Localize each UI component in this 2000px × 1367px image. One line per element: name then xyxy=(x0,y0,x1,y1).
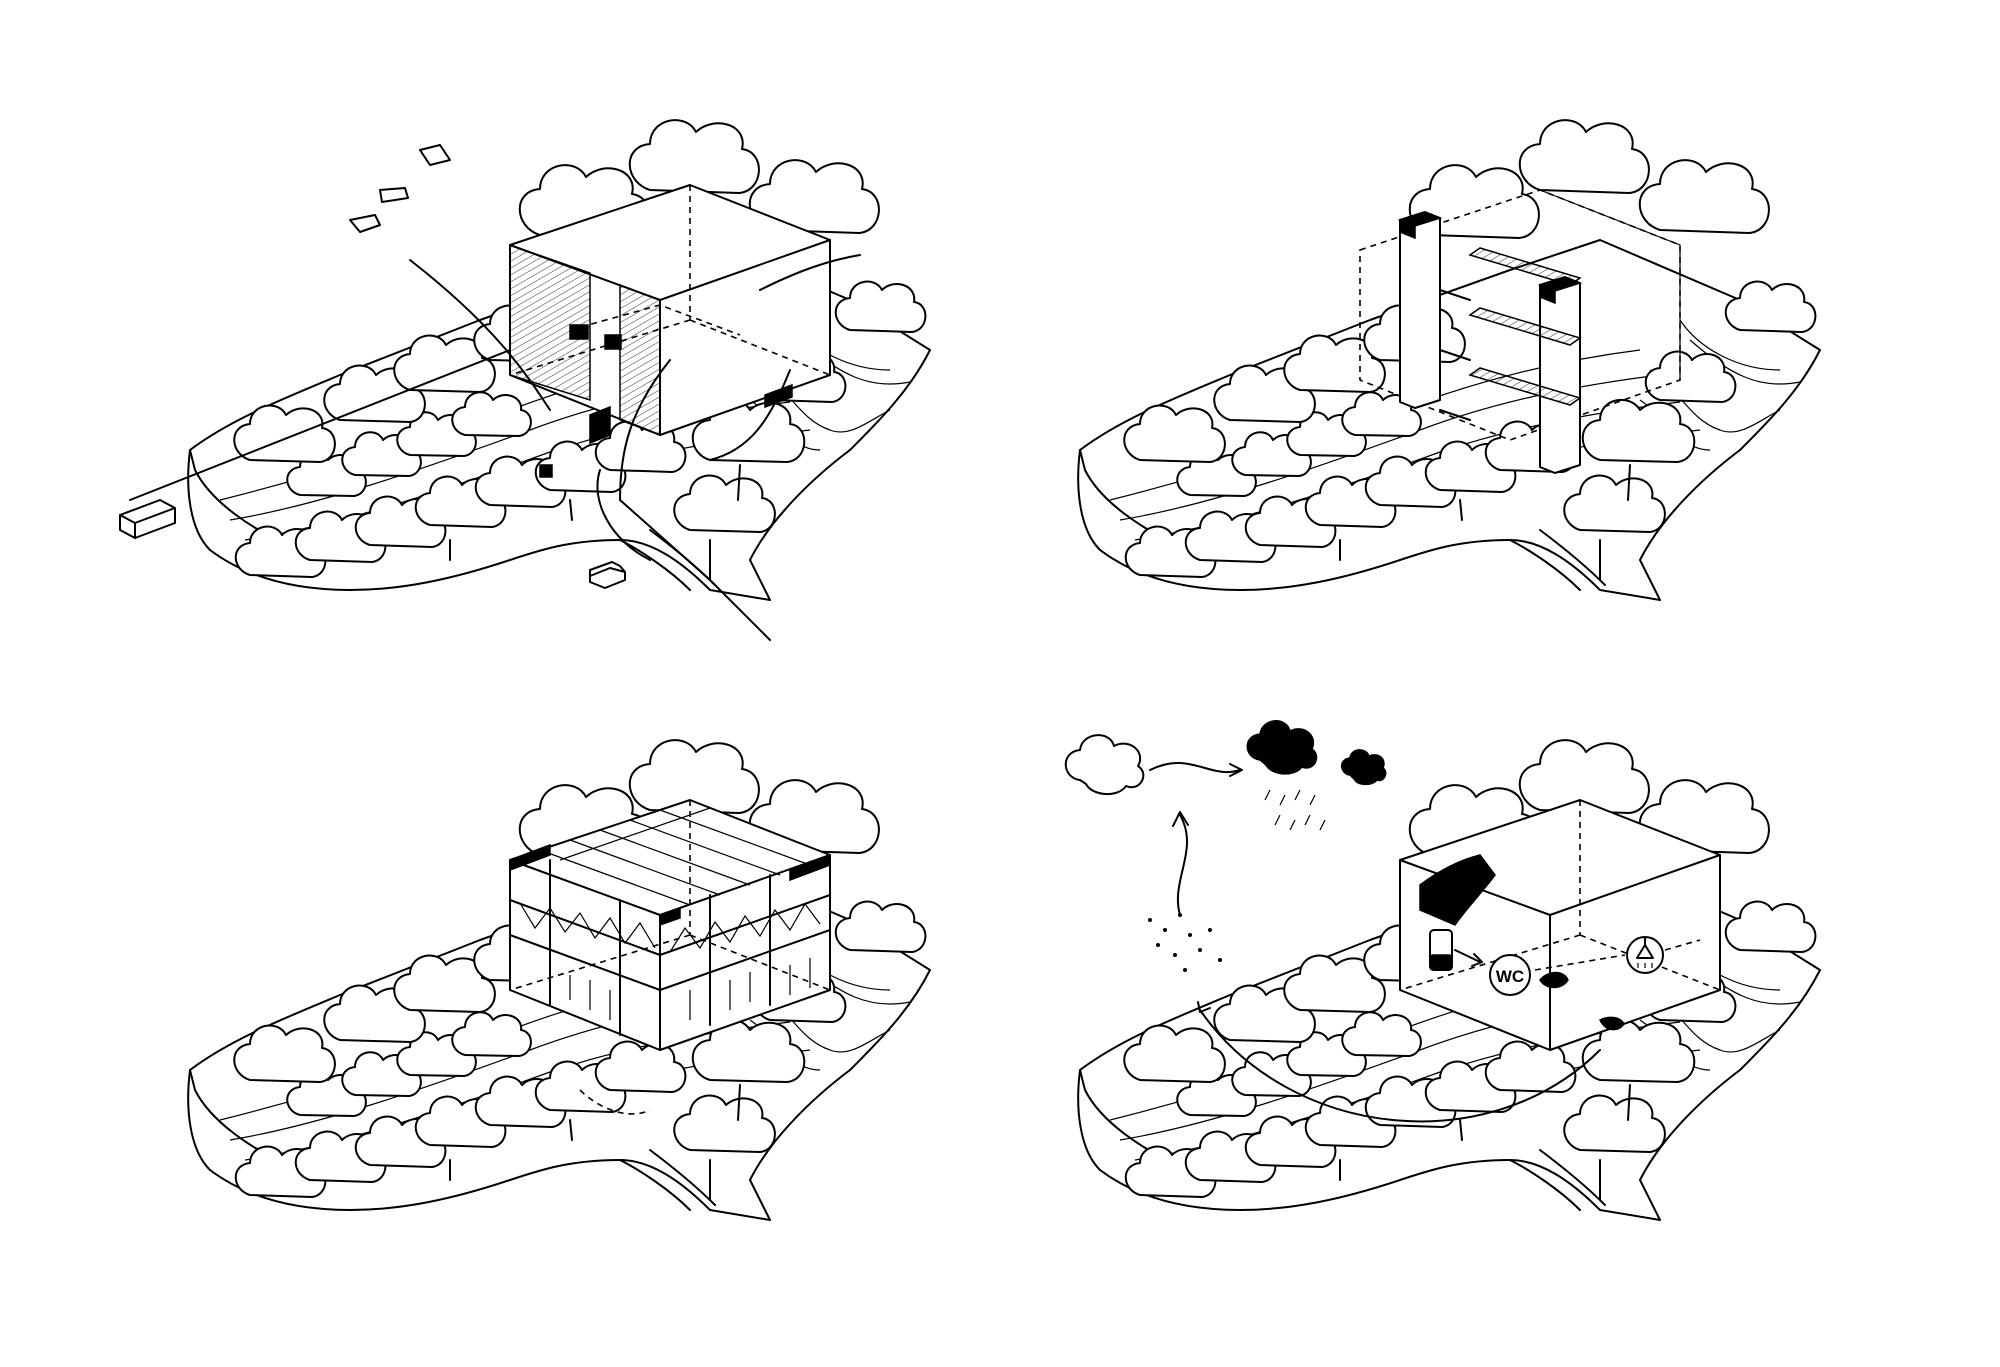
building-volume: WC xyxy=(1399,799,1721,1051)
frame-volume xyxy=(509,799,831,1051)
water-tank-icon xyxy=(1429,929,1453,971)
shower-icon xyxy=(1626,936,1664,974)
cloud-icon xyxy=(1064,734,1145,795)
cores-volume xyxy=(1359,189,1681,474)
wc-icon: WC xyxy=(1489,954,1531,996)
rain-cloud-icon xyxy=(1246,720,1387,831)
panel-access xyxy=(119,119,931,641)
mist-dots xyxy=(1148,913,1222,972)
panel-water-cycle: WC xyxy=(1064,720,1821,1221)
panel-structure-cores xyxy=(1077,119,1821,601)
svg-text:WC: WC xyxy=(1496,967,1524,986)
bus-icon xyxy=(119,499,176,539)
panel-facade-frame xyxy=(187,739,931,1221)
car-icon xyxy=(589,561,626,589)
